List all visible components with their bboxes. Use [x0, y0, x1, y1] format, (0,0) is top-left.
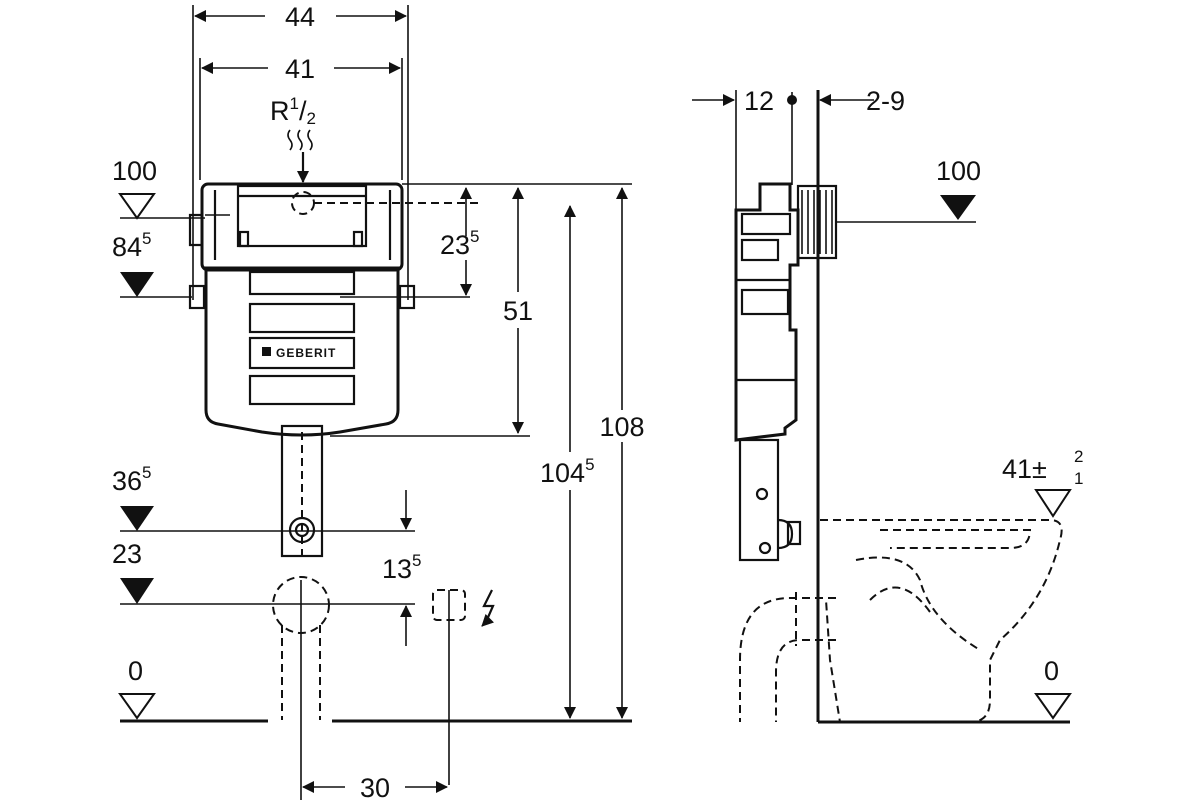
svg-text:235: 235 [440, 227, 480, 260]
level-0-right: 0 [1034, 656, 1072, 720]
brand-logo-text: GEBERIT [276, 346, 336, 360]
level-100-right: 100 [836, 156, 981, 223]
width-dimension-44: 44 [194, 2, 407, 32]
svg-text:41±: 41± [1002, 454, 1047, 484]
level-36-left: 365 [112, 463, 415, 532]
water-supply-symbol [287, 129, 313, 183]
socket-height-dimension: 135 [382, 490, 422, 646]
level-84-left: 845 [112, 229, 470, 298]
extension-lines-right [330, 183, 632, 437]
svg-text:R1/2: R1/2 [270, 94, 316, 128]
level-100-left: 100 [112, 156, 205, 220]
svg-text:0: 0 [1044, 656, 1059, 686]
level-0-left: 0 [118, 656, 632, 723]
front-view-cistern: GEBERIT [188, 5, 495, 800]
svg-text:100: 100 [112, 156, 157, 186]
bottom-offset-dimension: 30 [302, 773, 448, 800]
svg-text:365: 365 [112, 463, 152, 496]
vertical-dimension-104: 1045 [540, 205, 595, 719]
vertical-dimension-23: 235 [440, 187, 480, 296]
width-inner-label: 41 [285, 54, 315, 84]
side-depth-label: 12 [744, 86, 774, 116]
svg-text:135: 135 [382, 551, 422, 584]
svg-text:100: 100 [936, 156, 981, 186]
vertical-dimension-51: 51 [503, 187, 533, 434]
svg-text:108: 108 [599, 412, 644, 442]
svg-text:51: 51 [503, 296, 533, 326]
svg-text:0: 0 [128, 656, 143, 686]
vertical-dimension-108: 108 [599, 187, 645, 719]
level-23-left: 23 [112, 539, 415, 605]
svg-text:845: 845 [112, 229, 152, 262]
svg-text:30: 30 [360, 773, 390, 800]
svg-text:1045: 1045 [540, 455, 595, 488]
side-gap-label: 2-9 [866, 86, 905, 116]
supply-thread-label: R1/2 [270, 94, 316, 128]
svg-text:23: 23 [112, 539, 142, 569]
bowl-height-label: 41± 2 1 [1002, 447, 1083, 518]
side-view-cistern: 12 2-9 [692, 86, 1070, 724]
width-dimension-41: 41 [201, 54, 401, 84]
svg-text:1: 1 [1074, 469, 1083, 488]
svg-text:2: 2 [1074, 447, 1083, 466]
width-outer-label: 44 [285, 2, 315, 32]
